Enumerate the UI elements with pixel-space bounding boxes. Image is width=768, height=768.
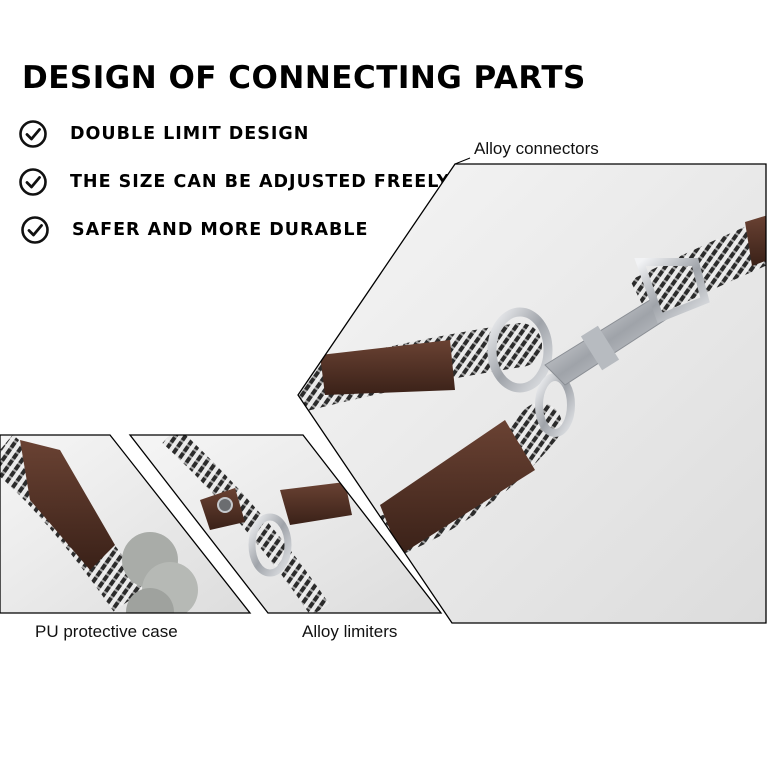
feature-label: SAFER AND MORE DURABLE bbox=[72, 220, 369, 240]
alloy-limiters-label: Alloy limiters bbox=[302, 622, 398, 641]
check-circle-icon bbox=[19, 168, 47, 196]
panel-frame bbox=[297, 163, 767, 624]
feature-item: THE SIZE CAN BE ADJUSTED FREELY bbox=[18, 166, 450, 198]
page-title: DESIGN OF CONNECTING PARTS bbox=[22, 60, 586, 96]
check-circle-icon bbox=[21, 216, 49, 244]
panel-frame bbox=[0, 434, 252, 614]
feature-item: SAFER AND MORE DURABLE bbox=[20, 214, 368, 246]
feature-label: DOUBLE LIMIT DESIGN bbox=[70, 124, 310, 144]
feature-item: DOUBLE LIMIT DESIGN bbox=[18, 118, 309, 150]
alloy-connectors-label: Alloy connectors bbox=[474, 139, 599, 158]
panel-frame bbox=[128, 434, 443, 614]
feature-label: THE SIZE CAN BE ADJUSTED FREELY bbox=[70, 172, 451, 192]
pu-protective-case-photo bbox=[0, 435, 250, 613]
alloy-connectors-photo bbox=[298, 164, 766, 623]
pu-protective-case-label: PU protective case bbox=[35, 622, 178, 641]
check-circle-icon bbox=[19, 120, 47, 148]
